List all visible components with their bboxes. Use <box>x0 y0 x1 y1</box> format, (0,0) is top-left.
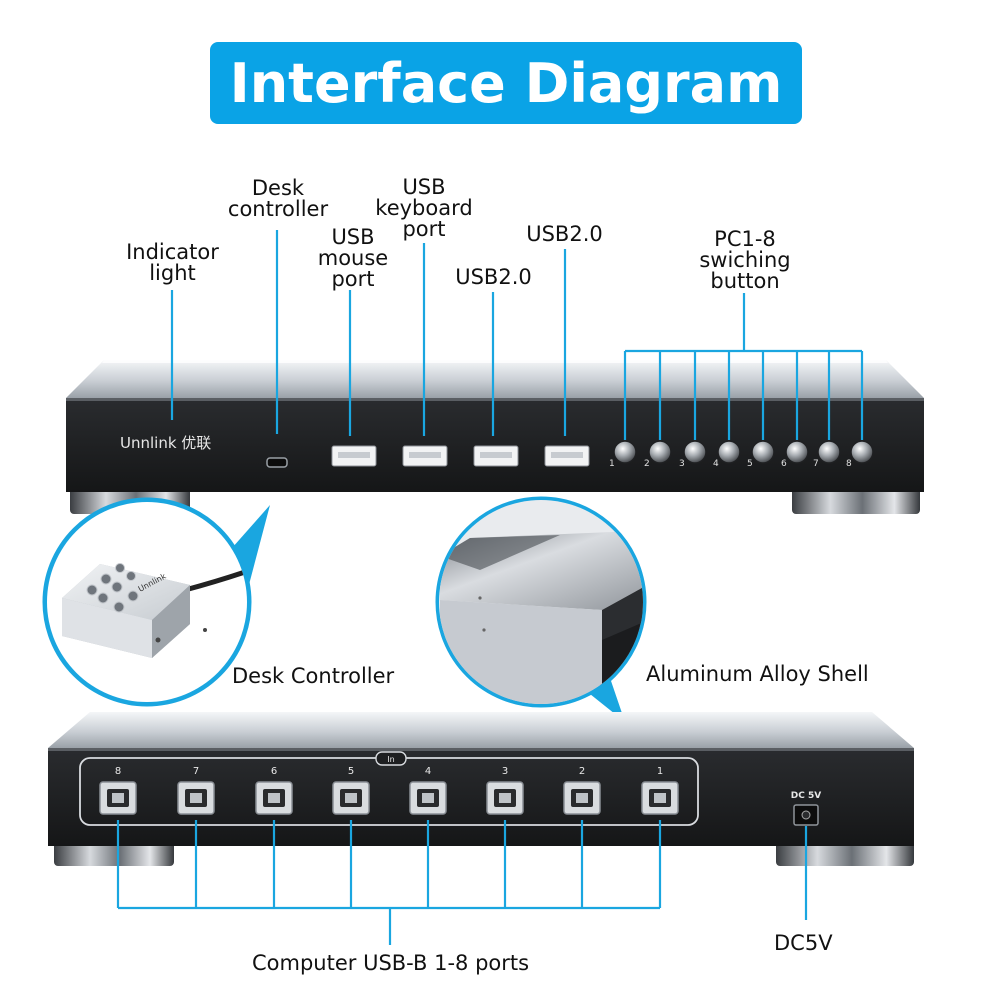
brand-logo: Unnlink 优联 <box>120 434 211 452</box>
label-pc-switch-buttons: PC1-8 swiching button <box>699 227 791 293</box>
pc-button-number: 1 <box>609 459 615 469</box>
usb-b-port-6: 6 <box>255 766 293 815</box>
usb-b-ports: 8 7 6 5 4 3 2 1 <box>99 766 679 815</box>
pc-button-3: 3 <box>679 440 707 469</box>
pc-button-2: 2 <box>644 440 672 469</box>
port-number: 6 <box>271 766 277 777</box>
pc-button-number: 2 <box>644 459 650 469</box>
power-label: DC 5V <box>791 791 821 801</box>
usb-b-port-3: 3 <box>486 766 524 815</box>
pc-button-4: 4 <box>713 440 741 469</box>
port-number: 5 <box>348 766 354 777</box>
pc-button-number: 4 <box>713 459 719 469</box>
pc-button-8: 8 <box>846 440 874 469</box>
usb-a-ports <box>331 445 590 467</box>
usb-b-port-2: 2 <box>563 766 601 815</box>
rear-leader-lines <box>116 820 808 945</box>
usb-b-port-5: 5 <box>332 766 370 815</box>
pc-button-number: 8 <box>846 459 852 469</box>
label-desk-controller: Desk controller <box>227 176 329 221</box>
front-device: Unnlink 优联 1 2 3 4 5 6 7 8 <box>66 360 924 514</box>
pc-button-number: 6 <box>781 459 787 469</box>
label-indicator-light: Indicator light <box>126 240 219 285</box>
title-banner: Interface Diagram <box>210 42 802 124</box>
port-number: 4 <box>425 766 431 777</box>
shell-callout <box>435 496 647 722</box>
port-number: 2 <box>579 766 585 777</box>
usb-b-port-8: 8 <box>99 766 137 815</box>
port-number: 3 <box>502 766 508 777</box>
label-usb-mouse-port: USB mouse port <box>317 225 389 291</box>
pc-switch-buttons: 1 2 3 4 5 6 7 8 <box>609 440 874 469</box>
port-number: 1 <box>657 766 663 777</box>
port-number: 7 <box>193 766 199 777</box>
caption-usb-b-ports: Computer USB-B 1-8 ports <box>252 951 530 975</box>
caption-dc5v: DC5V <box>774 931 833 955</box>
desk-controller-port <box>266 457 288 468</box>
pc-button-6: 6 <box>781 440 809 469</box>
label-usb-keyboard-port: USB keyboard port <box>375 175 473 241</box>
pc-button-number: 7 <box>813 459 819 469</box>
usb-b-port-4: 4 <box>409 766 447 815</box>
pc-button-7: 7 <box>813 440 841 469</box>
usb-b-port-7: 7 <box>177 766 215 815</box>
in-label: In <box>387 755 394 764</box>
label-usb2-a: USB2.0 <box>455 265 532 289</box>
label-usb2-b: USB2.0 <box>526 222 603 246</box>
pc-button-number: 5 <box>747 459 753 469</box>
caption-desk-controller: Desk Controller <box>232 664 395 688</box>
caption-aluminum-shell: Aluminum Alloy Shell <box>646 662 869 686</box>
usb-b-port-1: 1 <box>641 766 679 815</box>
desk-controller-callout: Unnlink <box>42 497 270 707</box>
front-leader-lines <box>170 230 864 440</box>
pc-button-number: 3 <box>679 459 685 469</box>
port-number: 8 <box>115 766 121 777</box>
pc-button-1: 1 <box>609 440 637 469</box>
rear-device: In 8 7 6 5 4 3 2 1 DC 5V <box>48 712 914 866</box>
pc-button-5: 5 <box>747 440 775 469</box>
title: Interface Diagram <box>229 51 783 115</box>
